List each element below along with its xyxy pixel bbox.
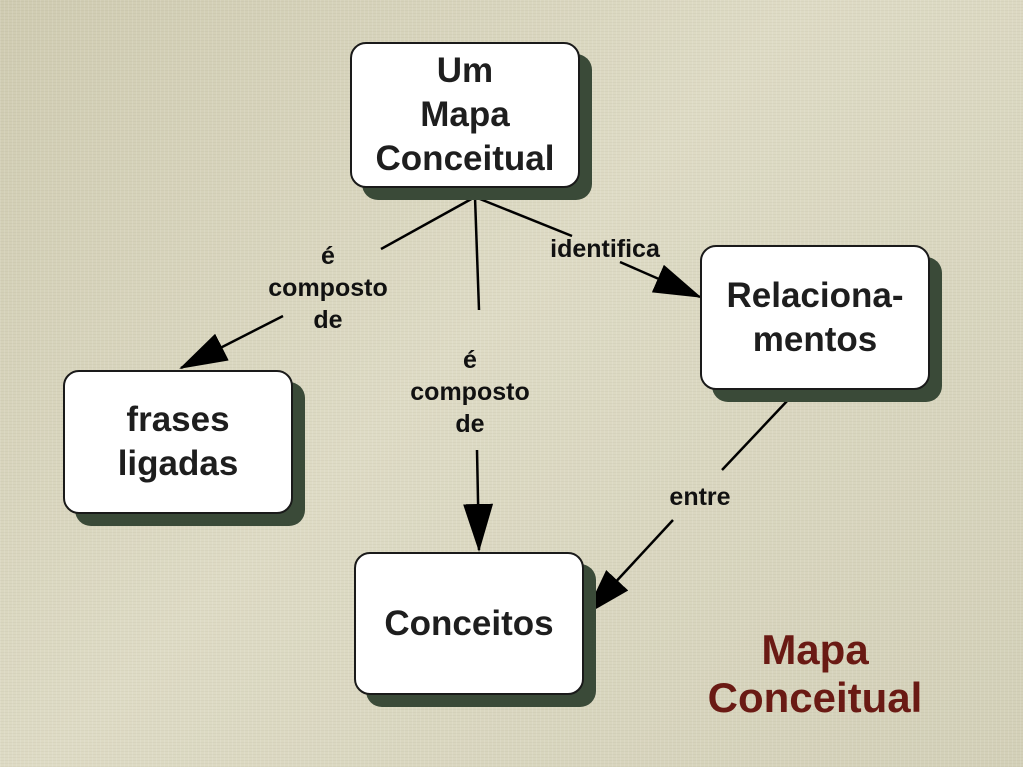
connector-center-label-to-conceitos: [463, 449, 494, 552]
connector-relacionamentos-to-entre: [721, 399, 789, 471]
link-label-composto-center: é composto de: [410, 346, 530, 438]
connector-main-to-identifica: [474, 195, 573, 238]
connector-entre-to-conceitos: [584, 519, 674, 616]
connector-main-to-left-label: [380, 195, 476, 251]
link-label-entre: entre: [669, 483, 731, 511]
connector-main-to-center-label: [473, 196, 481, 311]
connector-left-label-to-frases: [179, 314, 284, 370]
link-label-composto-left: é composto de: [268, 242, 388, 334]
concept-node-conceitos[interactable]: Conceitos: [354, 552, 584, 695]
connector-identifica-to-relacionamentos: [619, 260, 702, 299]
concept-node-frases-ligadas[interactable]: frases ligadas: [63, 370, 293, 514]
concept-node-relacionamentos[interactable]: Relaciona- mentos: [700, 245, 930, 390]
concept-node-mapa-conceitual[interactable]: Um Mapa Conceitual: [350, 42, 580, 188]
slide-title: Mapa Conceitual: [707, 626, 923, 721]
link-label-identifica: identifica: [550, 235, 660, 263]
